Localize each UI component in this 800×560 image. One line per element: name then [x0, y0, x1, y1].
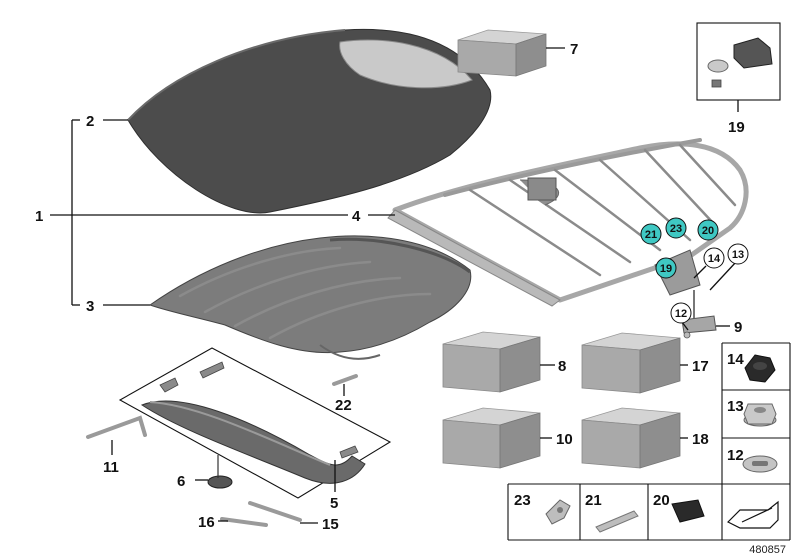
label-9: 9 — [734, 319, 742, 336]
label-19: 19 — [728, 119, 745, 136]
label-1: 1 — [35, 208, 43, 225]
box-part18[interactable] — [581, 407, 681, 469]
hinge-bracket[interactable] — [681, 290, 717, 339]
label-4: 4 — [352, 208, 361, 225]
label-18: 18 — [692, 431, 709, 448]
label-3: 3 — [86, 298, 94, 315]
label-17: 17 — [692, 358, 709, 375]
svg-text:12: 12 — [675, 308, 687, 320]
callout-12: 12 — [670, 302, 692, 324]
label-5: 5 — [330, 495, 338, 512]
label-21-grid: 21 — [585, 492, 602, 509]
svg-text:19: 19 — [660, 263, 672, 275]
label-22: 22 — [335, 397, 352, 414]
callout-19: 19 — [655, 257, 677, 279]
label-16: 16 — [198, 514, 215, 531]
cap-part20[interactable] — [671, 499, 705, 523]
rear-panel-tray[interactable] — [140, 361, 366, 484]
box-part8[interactable] — [442, 331, 541, 393]
label-12-grid: 12 — [727, 447, 744, 464]
callout-14: 14 — [703, 247, 725, 269]
strip-part21[interactable] — [595, 510, 639, 533]
rod-part11[interactable] — [86, 415, 147, 439]
callout-20: 20 — [697, 219, 719, 241]
label-15: 15 — [322, 516, 339, 533]
rear-window — [339, 39, 473, 89]
label-2: 2 — [86, 113, 94, 130]
svg-text:14: 14 — [708, 253, 721, 265]
label-20-grid: 20 — [653, 492, 670, 509]
label-10: 10 — [556, 431, 573, 448]
reference-number: 480857 — [749, 544, 786, 556]
nut-part13[interactable] — [743, 403, 777, 427]
box-part17[interactable] — [581, 332, 681, 394]
part-labels: 1 2 3 4 5 6 7 8 9 10 11 12 13 14 15 16 1… — [35, 41, 745, 533]
callout-23: 23 — [665, 217, 687, 239]
svg-text:13: 13 — [732, 249, 744, 261]
label-13-grid: 13 — [727, 398, 744, 415]
svg-text:23: 23 — [670, 223, 682, 235]
parts-grid — [507, 342, 791, 541]
washer-part12[interactable] — [742, 455, 778, 473]
label-8: 8 — [558, 358, 566, 375]
rod-part22[interactable] — [332, 374, 358, 386]
clip-part23[interactable] — [545, 499, 571, 525]
label-7: 7 — [570, 41, 578, 58]
callout-21: 21 — [640, 223, 662, 245]
strip-part15[interactable] — [248, 501, 302, 522]
strip-part16[interactable] — [220, 517, 268, 527]
part5-frame — [118, 347, 392, 499]
headliner[interactable] — [148, 235, 472, 360]
label-6: 6 — [177, 473, 185, 490]
label-11: 11 — [103, 459, 119, 476]
symbol-box-icon — [726, 500, 779, 529]
soft-top-cover[interactable] — [127, 28, 492, 214]
box-part10[interactable] — [442, 407, 541, 469]
nut-part14[interactable] — [744, 354, 776, 383]
grommet[interactable] — [207, 455, 233, 489]
box-part7[interactable] — [457, 29, 547, 77]
callout-13: 13 — [727, 243, 749, 265]
label-14-grid: 14 — [727, 351, 744, 368]
cap-part19[interactable] — [707, 37, 773, 88]
leader-lines — [50, 47, 739, 524]
label-23-grid: 23 — [514, 492, 531, 509]
svg-text:21: 21 — [645, 229, 657, 241]
svg-text:20: 20 — [702, 225, 714, 237]
